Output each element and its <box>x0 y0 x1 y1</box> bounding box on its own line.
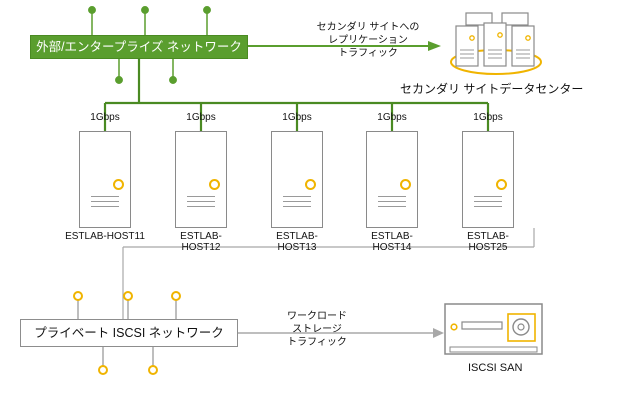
server-slot <box>474 201 502 202</box>
host-name-label: ESTLAB-HOST12 <box>180 231 222 253</box>
external-network-bar: 外部/エンタープライズ ネットワーク <box>30 35 248 59</box>
server-slot <box>474 206 502 207</box>
storage-traffic-arrow <box>238 328 444 338</box>
replication-line-2: レプリケーション <box>328 35 408 46</box>
host-speed-label: 1Gbps <box>186 112 216 123</box>
server-slot <box>283 206 311 207</box>
iscsi-network-stubs <box>73 291 181 375</box>
host-server-icon <box>175 131 227 228</box>
replication-arrow <box>248 41 441 51</box>
storage-line-1: ワークロード <box>287 311 347 322</box>
server-slot <box>91 196 119 197</box>
host-speed-label: 1Gbps <box>90 112 120 123</box>
host-name-label: ESTLAB-HOST14 <box>371 231 413 253</box>
host-server-icon <box>271 131 323 228</box>
secondary-site-servers-icon <box>450 12 542 75</box>
host-server-icon <box>462 131 514 228</box>
host-status-light <box>113 179 124 190</box>
replication-line-1: セカンダリ サイトへの <box>316 22 420 33</box>
iscsi-network-bar: プライベート ISCSI ネットワーク <box>20 319 238 347</box>
server-slot <box>187 196 215 197</box>
external-network-stubs <box>88 6 211 84</box>
replication-line-3: トラフィック <box>338 48 398 59</box>
iscsi-san-device-icon <box>444 303 543 355</box>
storage-traffic-label: ワークロード ストレージ トラフィック <box>262 310 372 349</box>
server-slot <box>474 196 502 197</box>
server-slot <box>91 206 119 207</box>
server-slot <box>187 206 215 207</box>
host-name-label: ESTLAB-HOST11 <box>65 231 145 242</box>
server-slot <box>187 201 215 202</box>
host-status-light <box>305 179 316 190</box>
host-speed-label: 1Gbps <box>377 112 407 123</box>
host-status-light <box>209 179 220 190</box>
storage-bus <box>122 228 535 319</box>
replication-traffic-label: セカンダリ サイトへの レプリケーション トラフィック <box>298 21 438 60</box>
host-server-icon <box>79 131 131 228</box>
server-slot <box>283 201 311 202</box>
server-slot <box>283 196 311 197</box>
host-speed-label: 1Gbps <box>473 112 503 123</box>
server-slot <box>378 196 406 197</box>
server-slot <box>91 201 119 202</box>
host-name-label: ESTLAB-HOST25 <box>467 231 509 253</box>
server-slot <box>378 206 406 207</box>
host-status-light <box>400 179 411 190</box>
host-server-icon <box>366 131 418 228</box>
host-name-label: ESTLAB-HOST13 <box>276 231 318 253</box>
iscsi-san-label: ISCSI SAN <box>468 362 523 374</box>
host-status-light <box>496 179 507 190</box>
host-uplinks <box>103 59 490 131</box>
secondary-site-label: セカンダリ サイトデータセンター <box>400 82 584 96</box>
server-slot <box>378 201 406 202</box>
host-speed-label: 1Gbps <box>282 112 312 123</box>
storage-line-2: ストレージ <box>292 324 342 335</box>
storage-line-3: トラフィック <box>287 337 347 348</box>
